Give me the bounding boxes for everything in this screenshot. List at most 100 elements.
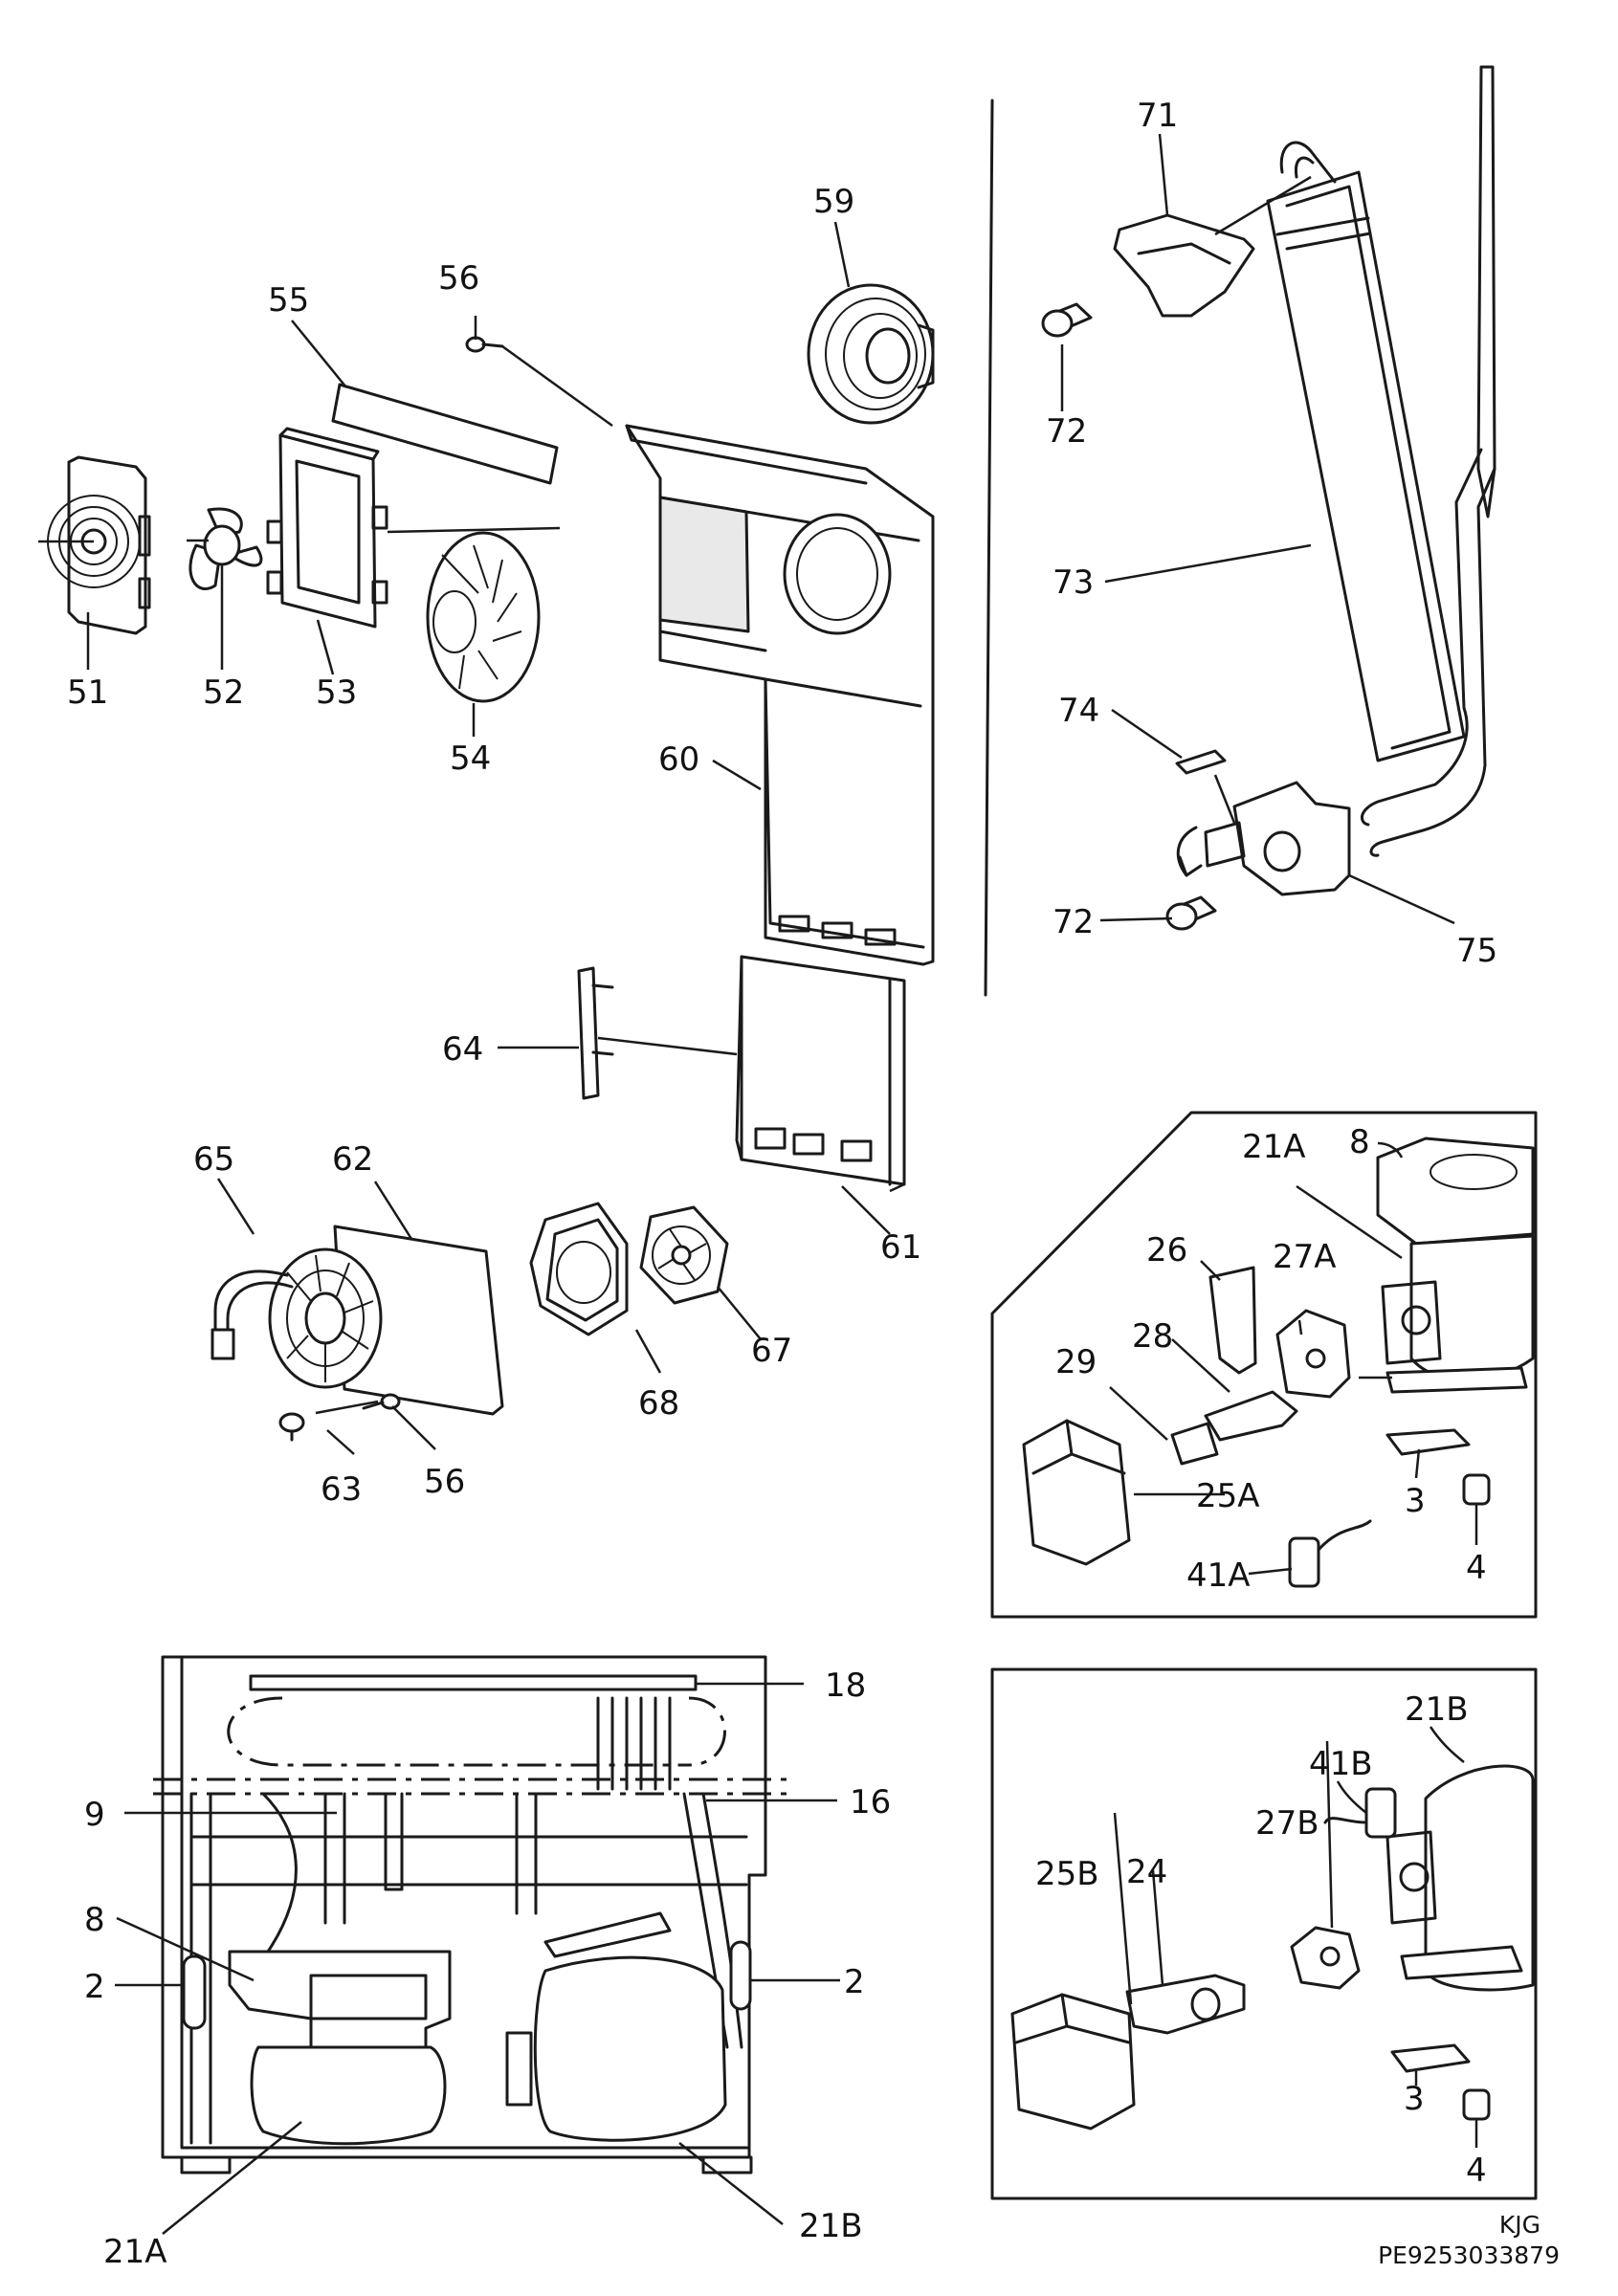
box-compressor-b: [990, 1667, 1538, 2200]
part-63-clip: [278, 1412, 305, 1442]
label-25B: 25B: [1035, 1855, 1099, 1893]
label-16: 16: [850, 1783, 891, 1821]
part-52-fan-blade: [188, 507, 263, 590]
label-27A: 27A: [1273, 1238, 1337, 1276]
label-29: 29: [1055, 1343, 1097, 1381]
label-28: 28: [1132, 1317, 1173, 1356]
label-51: 51: [67, 673, 108, 712]
leader-lines: [38, 133, 1478, 2235]
part-59-fan-motor-housing: [807, 283, 935, 425]
part-67-fan-unit: [639, 1205, 729, 1305]
label-68: 68: [638, 1384, 679, 1423]
part-41B-capacitor: [1323, 1787, 1397, 1839]
footer-reference: PE9253033879: [1378, 2241, 1560, 2269]
part-53-fan-bracket: [266, 427, 388, 629]
label-25A: 25A: [1196, 1477, 1260, 1515]
part-3-grommet-a: [1385, 1428, 1471, 1456]
part-27A-relay: [1275, 1309, 1351, 1399]
box-compressor-a: [990, 1111, 1538, 1619]
part-2-spring-right: [729, 1940, 752, 2011]
label-41B: 41B: [1309, 1745, 1373, 1783]
part-56-screw-top: [465, 336, 504, 353]
part-75-bracket: [1176, 781, 1351, 896]
label-18: 18: [825, 1667, 866, 1705]
label-53: 53: [316, 673, 357, 712]
footer-initials: KJG: [1499, 2211, 1540, 2239]
label-27B: 27B: [1255, 1804, 1319, 1843]
label-59: 59: [813, 183, 854, 221]
label-63: 63: [321, 1470, 362, 1509]
label-9: 9: [84, 1796, 105, 1834]
part-54-fan-impeller: [426, 531, 541, 703]
part-2-spring-left: [182, 1954, 207, 2030]
part-41A-capacitor: [1288, 1519, 1372, 1588]
label-67: 67: [751, 1332, 792, 1370]
part-labels: 51 52 53 54 55 56 59 60 61 62 63 56 64 6…: [67, 97, 1560, 2271]
part-21B-compressor-top: [1385, 1764, 1535, 1992]
label-60: 60: [658, 740, 699, 779]
label-71: 71: [1137, 97, 1178, 135]
label-26: 26: [1146, 1231, 1187, 1269]
label-4-a: 4: [1466, 1549, 1487, 1587]
label-74: 74: [1058, 692, 1099, 730]
part-4-foot-b: [1462, 2088, 1491, 2121]
part-21A-compressor-top: [1381, 1234, 1535, 1394]
label-62: 62: [332, 1140, 373, 1179]
cabinet-frame: [153, 1655, 794, 2175]
label-56-bottom: 56: [424, 1463, 465, 1501]
label-52: 52: [203, 673, 244, 712]
part-3-grommet-b: [1390, 2043, 1471, 2073]
part-28-clip: [1204, 1390, 1298, 1442]
part-65-wire-harness: [211, 1269, 294, 1360]
part-72-fastener-bottom: [1165, 895, 1217, 931]
part-26-cover: [1208, 1266, 1257, 1375]
part-61-panel: [735, 955, 906, 1186]
part-29-terminal: [1170, 1422, 1219, 1466]
label-41A: 41A: [1186, 1556, 1251, 1595]
label-4-b: 4: [1466, 2152, 1487, 2190]
part-4-foot-a: [1462, 1473, 1491, 1506]
divider-line: [984, 99, 994, 997]
part-74-clip: [1175, 749, 1227, 775]
label-75: 75: [1456, 932, 1497, 970]
part-72-fastener-top: [1041, 302, 1093, 338]
label-3-b: 3: [1404, 2080, 1425, 2118]
part-64-bracket: [577, 966, 614, 1100]
part-71-bracket: [1113, 213, 1255, 318]
part-73-evaporator: [1266, 65, 1496, 857]
label-3-a: 3: [1405, 1482, 1426, 1520]
part-27B-relay: [1290, 1926, 1361, 1990]
label-24: 24: [1126, 1853, 1167, 1891]
label-61: 61: [880, 1228, 921, 1267]
part-68-fan-shroud: [529, 1202, 629, 1336]
label-56-top: 56: [438, 259, 479, 298]
label-21A-bottom: 21A: [103, 2233, 167, 2271]
label-73: 73: [1053, 563, 1094, 602]
part-56-screw-bottom: [362, 1393, 401, 1410]
label-72-top: 72: [1046, 412, 1087, 451]
label-54: 54: [450, 740, 491, 778]
label-8-bottom: 8: [84, 1901, 105, 1939]
part-21B-compressor-bottom: [505, 1955, 727, 2142]
part-51-fan-grille: [47, 455, 151, 635]
part-8-compressor-top-housing: [1376, 1137, 1535, 1246]
label-64: 64: [442, 1030, 483, 1069]
part-62-fan-housing: [268, 1225, 504, 1416]
part-25B-cover: [1010, 1993, 1136, 2130]
label-55: 55: [268, 281, 309, 320]
part-55-strip: [331, 383, 559, 485]
part-24-overload: [1125, 1974, 1246, 2035]
part-21A-compressor-bottom: [250, 2045, 447, 2146]
part-60-air-duct-panel: [625, 424, 935, 966]
part-8-housing-bottom: [228, 1950, 452, 2059]
label-2-right: 2: [844, 1963, 865, 2001]
label-65: 65: [193, 1140, 234, 1179]
label-21B-bottom: 21B: [799, 2207, 863, 2245]
label-21B-top: 21B: [1405, 1690, 1469, 1729]
part-25A-cover: [1022, 1419, 1131, 1566]
label-2-left: 2: [84, 1968, 105, 2006]
label-21A-top: 21A: [1242, 1128, 1306, 1166]
label-72-bottom: 72: [1053, 903, 1094, 941]
label-8-top: 8: [1349, 1123, 1370, 1161]
